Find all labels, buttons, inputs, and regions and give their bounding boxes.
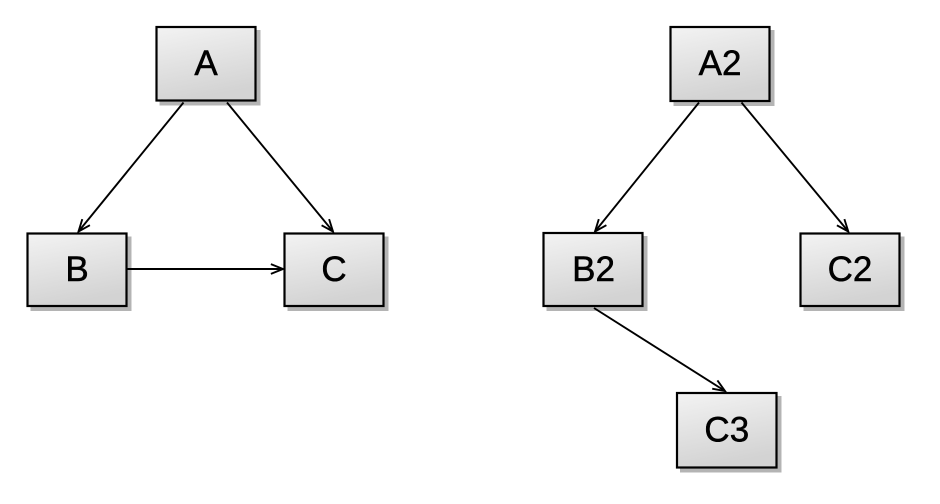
svg-text:C: C bbox=[321, 250, 346, 289]
svg-text:B2: B2 bbox=[572, 250, 615, 289]
svg-text:C2: C2 bbox=[828, 250, 873, 289]
svg-text:A: A bbox=[194, 44, 218, 83]
svg-text:A2: A2 bbox=[699, 44, 742, 83]
svg-text:B: B bbox=[65, 250, 88, 289]
svg-text:C3: C3 bbox=[704, 410, 749, 449]
